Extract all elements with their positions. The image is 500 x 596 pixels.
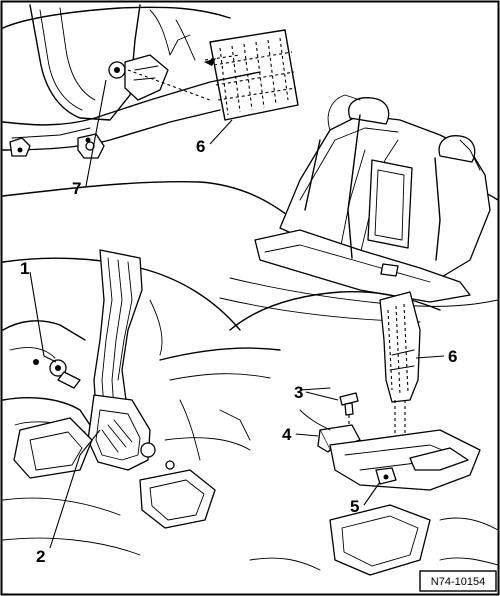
seat-backrest-mounting-detail [2,4,301,226]
callout-7: 7 [72,179,81,198]
seat-belt-retractor-illustration [2,249,281,556]
reference-code-box: N74-10154 [419,570,497,592]
callout-1: 1 [20,259,29,278]
rear-seat-bench-illustration [219,94,499,323]
callout-leaders [29,79,445,549]
callout-6-top: 6 [196,137,205,156]
callout-2: 2 [36,547,45,566]
callout-6-bottom: 6 [448,347,457,366]
callout-5: 5 [350,497,359,516]
reference-code: N74-10154 [431,576,485,588]
callout-3: 3 [294,383,303,402]
callout-4: 4 [282,425,292,444]
belt-buckle-mounting-detail [229,290,499,576]
